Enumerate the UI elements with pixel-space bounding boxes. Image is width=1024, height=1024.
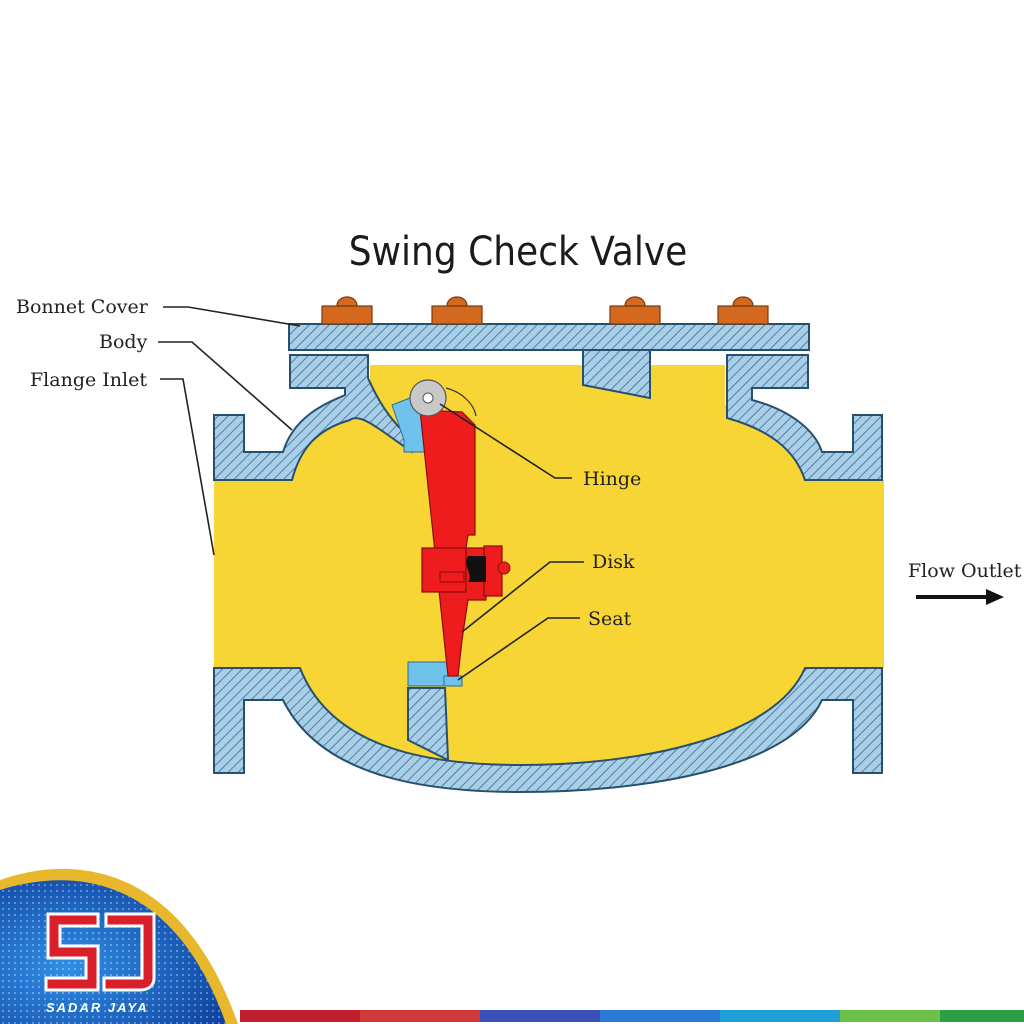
brand-color-bar (240, 1010, 1024, 1022)
leader-bonnet-cover (163, 307, 300, 326)
bonnet-bolts (322, 297, 768, 324)
diagram-title: Swing Check Valve (349, 229, 688, 275)
brand-name: SADAR JAYA (46, 1000, 149, 1015)
brand-logo: SADAR JAYA (0, 869, 238, 1024)
bolt (718, 297, 768, 324)
label-disk: Disk (592, 551, 635, 573)
label-flow-outlet: Flow Outlet (908, 560, 1022, 582)
label-body: Body (99, 331, 148, 353)
bolt (322, 297, 372, 324)
bolt (610, 297, 660, 324)
flow-arrow-icon (916, 589, 1004, 605)
label-hinge: Hinge (583, 468, 641, 490)
label-seat: Seat (588, 608, 632, 630)
label-flange-inlet: Flange Inlet (30, 369, 147, 391)
bolt (432, 297, 482, 324)
label-bonnet-cover: Bonnet Cover (16, 296, 149, 318)
leader-flange-inlet (160, 379, 214, 555)
